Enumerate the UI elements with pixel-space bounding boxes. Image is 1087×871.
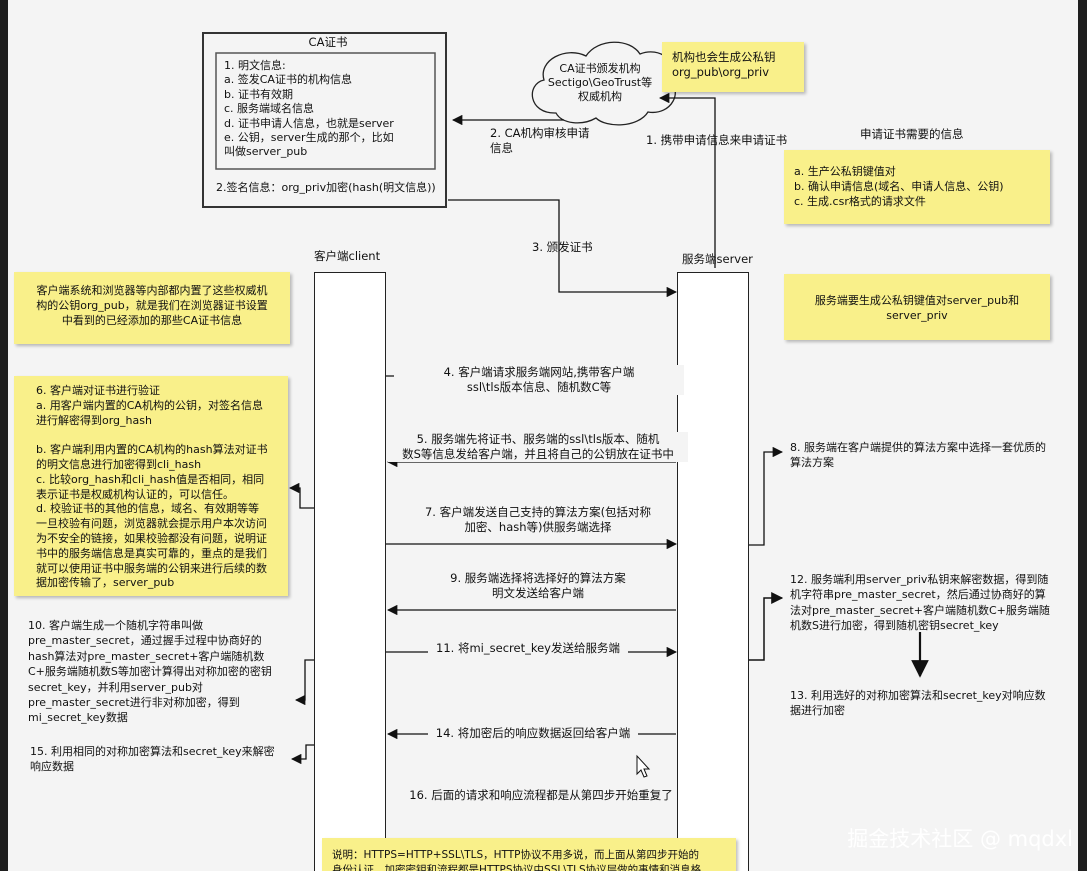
- message-5: 5. 服务端先将证书、服务端的ssl\tls版本、随机 数S等信息发给客户端，并…: [388, 432, 688, 462]
- step-8-text: 8. 服务端在客户端提供的算法方案中选择一套优质的 算法方案: [790, 441, 1046, 469]
- step-2-label: 2. CA机构审核申请 信息: [490, 126, 590, 155]
- mouse-cursor-icon: [636, 754, 651, 778]
- ca-signature-info: 2.签名信息：org_priv加密(hash(明文信息)): [216, 181, 436, 194]
- ca-box-title: CA证书: [308, 35, 348, 49]
- arrow-step-15: [290, 744, 314, 765]
- message-9: 9. 服务端选择将选择好的算法方案 明文发送给客户端: [428, 571, 648, 601]
- watermark: 掘金技术社区 @ mqdxl: [847, 827, 1073, 851]
- connectors: [202, 32, 929, 778]
- ca-plain-info-box: [215, 52, 436, 170]
- note-footer: 说明：HTTPS=HTTP+SSL\TLS，HTTP协议不用多说，而上面从第四步…: [322, 838, 736, 871]
- note-certificate-verify: 6. 客户端对证书进行验证 a. 用客户端内置的CA机构的公钥，对签名信息 进行…: [14, 376, 288, 596]
- client-lifeline: [314, 272, 386, 871]
- note-server-keys: 服务端要生成公私钥键值对server_pub和 server_priv: [784, 274, 1050, 340]
- step-13-text: 13. 利用选好的对称加密算法和secret_key对响应数 据进行加密: [790, 689, 1046, 717]
- message-7: 7. 客户端发送自己支持的算法方案(包括对称 加密、hash等)供服务端选择: [408, 505, 668, 535]
- message-11: 11. 将mi_secret_key发送给服务端: [428, 641, 628, 656]
- step-1-label: 1. 携带申请信息来申请证书: [646, 133, 788, 147]
- arrow-issue-certificate: [448, 199, 678, 298]
- note-apply-items: a. 生产公私钥键值对 b. 确认申请信息(域名、申请人信息、公钥) c. 生成…: [784, 150, 1050, 224]
- arrow-verify: [288, 482, 314, 509]
- ca-plain-info: 1. 明文信息: a. 签发CA证书的机构信息 b. 证书有效期 c. 服务端域…: [224, 59, 394, 159]
- client-lifeline-label: 客户端client: [314, 249, 381, 263]
- apply-info-title: 申请证书需要的信息: [860, 127, 964, 141]
- arrow-step-12: [742, 592, 784, 661]
- server-lifeline-label: 服务端server: [682, 252, 753, 266]
- step-12-text: 12. 服务端利用server_priv私钥来解密数据，得到随 机字符串pre_…: [790, 573, 1050, 633]
- ca-authority-label: CA证书颁发机构 Sectigo\GeoTrust等 权威机构: [547, 62, 653, 103]
- step-10-text: 10. 客户端生成一个随机字符串叫做 pre_master_secret，通过握…: [28, 619, 272, 725]
- note-ca-keys: 机构也会生成公私钥 org_pub\org_priv: [662, 42, 804, 92]
- step-3-label: 3. 颁发证书: [532, 240, 593, 254]
- message-4: 4. 客户端请求服务端网站,携带客户端 ssl\tls版本信息、随机数C等: [394, 365, 684, 395]
- message-14: 14. 将加密后的响应数据返回给客户端: [428, 726, 638, 741]
- arrow-step-10: [294, 659, 314, 706]
- diagram-canvas: CA证书 1. 明文信息: a. 签发CA证书的机构信息 b. 证书有效期 c.…: [8, 0, 1078, 871]
- server-lifeline: [677, 272, 749, 871]
- arrow-step-8: [742, 446, 784, 546]
- message-16: 16. 后面的请求和响应流程都是从第四步开始重复了: [409, 788, 673, 802]
- note-client-builtin-ca: 客户端系统和浏览器等内部都内置了这些权威机 构的公钥org_pub，就是我们在浏…: [14, 272, 290, 344]
- arrow-apply-certificate: [658, 92, 716, 268]
- step-15-text: 15. 利用相同的对称加密算法和secret_key来解密 响应数据: [30, 745, 275, 773]
